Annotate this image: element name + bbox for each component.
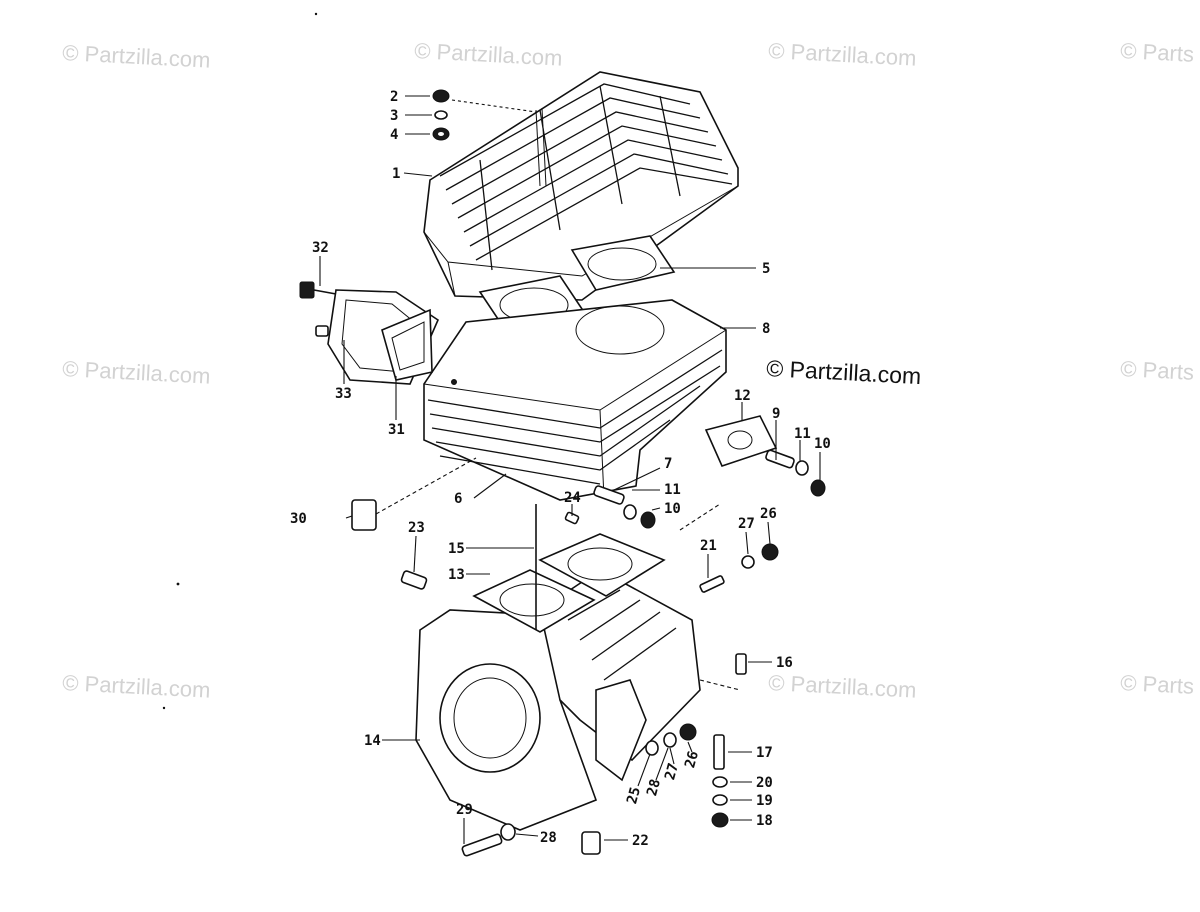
callout-27-lower: 27 [662, 761, 682, 781]
callout-22: 22 [632, 833, 649, 849]
watermark-bottom-edge: © Parts [1120, 670, 1195, 699]
callout-24: 24 [564, 490, 581, 506]
watermark-bottom-left: © Partzilla.com [62, 670, 211, 703]
callout-15: 15 [448, 541, 465, 557]
callout-11-upper: 11 [794, 426, 811, 442]
callout-30: 30 [290, 511, 307, 527]
callout-33: 33 [335, 386, 352, 402]
callout-18: 18 [756, 813, 773, 829]
block-fittings [564, 415, 826, 529]
studs-and-nuts [400, 504, 779, 857]
cylinder-block [423, 299, 727, 501]
callout-9: 9 [772, 406, 780, 422]
callout-10-lower: 10 [664, 501, 681, 517]
callout-8: 8 [762, 321, 770, 337]
callout-labels: 2 3 4 1 5 8 32 33 31 30 6 7 11 10 12 9 1… [290, 89, 831, 849]
watermark-top-right: © Partzilla.com [768, 38, 917, 71]
callout-17: 17 [756, 745, 773, 761]
callout-19: 19 [756, 793, 773, 809]
callout-10-upper: 10 [814, 436, 831, 452]
callout-14: 14 [364, 733, 381, 749]
callout-21: 21 [700, 538, 717, 554]
callout-11-lower: 11 [664, 482, 681, 498]
watermark-bottom-right: © Partzilla.com [768, 670, 917, 703]
callout-29: 29 [456, 802, 473, 818]
cylinder-head [423, 71, 739, 301]
callout-6: 6 [454, 491, 462, 507]
callout-20: 20 [756, 775, 773, 791]
crankcase [415, 533, 701, 855]
speck [162, 706, 166, 710]
callout-3: 3 [390, 108, 398, 124]
leader-lines [319, 95, 821, 844]
watermark-top-edge: © Parts [1120, 38, 1195, 67]
callout-4: 4 [390, 127, 398, 143]
callout-5: 5 [762, 261, 770, 277]
callout-28-upper: 28 [644, 777, 664, 797]
callout-16: 16 [776, 655, 793, 671]
callout-28-lower: 28 [540, 830, 557, 846]
callout-32: 32 [312, 240, 329, 256]
part-30-block [351, 499, 377, 531]
callout-12: 12 [734, 388, 751, 404]
callout-23: 23 [408, 520, 425, 536]
speck [314, 12, 318, 16]
callout-31: 31 [388, 422, 405, 438]
callout-1: 1 [392, 166, 400, 182]
callout-2: 2 [390, 89, 398, 105]
intake-manifold [299, 281, 440, 385]
watermark-mid-edge: © Parts [1120, 356, 1195, 385]
watermark-mid-left: © Partzilla.com [62, 356, 211, 389]
watermark-top-center: © Partzilla.com [414, 38, 563, 71]
watermark-top-left: © Partzilla.com [62, 40, 211, 73]
callout-13: 13 [448, 567, 465, 583]
callout-27-upper: 27 [738, 516, 755, 532]
speck [176, 582, 180, 586]
head-nut-stack [432, 89, 537, 141]
callout-26-lower: 26 [682, 749, 702, 769]
callout-7: 7 [664, 456, 672, 472]
watermark-prominent: © Partzilla.com [766, 355, 922, 389]
callout-25: 25 [624, 785, 644, 805]
callout-26-upper: 26 [760, 506, 777, 522]
